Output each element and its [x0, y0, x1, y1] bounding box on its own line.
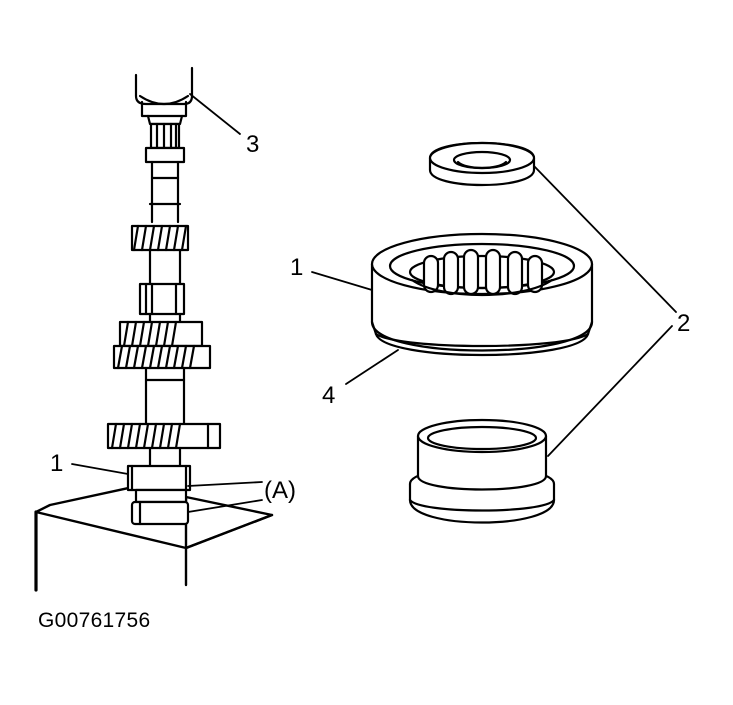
gear-cluster [114, 322, 210, 368]
bearing-cup [410, 420, 554, 523]
leaders-right [312, 166, 676, 456]
gear-lower [108, 424, 220, 448]
leader-shaft-bearing [72, 464, 128, 474]
shaft-spline-top [151, 124, 179, 148]
callout-race-and-cup: 2 [677, 310, 691, 337]
callout-main-bearing: 1 [290, 254, 304, 281]
press-ram [136, 68, 192, 124]
figure-id: G00761756 [38, 609, 151, 632]
shaft-middle [150, 250, 180, 284]
leader-base-ref [188, 482, 262, 486]
shaft-bearing [128, 448, 190, 524]
leaders-left [72, 94, 262, 512]
leader-cup [548, 326, 672, 456]
synchro-hub [140, 284, 184, 322]
bearing-race [430, 143, 534, 185]
main-bearing [372, 234, 592, 355]
shaft-assembly [36, 68, 272, 590]
shaft-upper [146, 148, 184, 222]
leader-main-bearing [312, 272, 372, 290]
callout-base-ref: (A) [264, 477, 296, 504]
exploded-parts [312, 143, 676, 523]
callout-bearing-ring: 4 [322, 382, 336, 409]
callout-press-ram: 3 [246, 131, 260, 158]
callout-shaft-bearing: 1 [50, 450, 64, 477]
leader-press-ram [190, 94, 240, 134]
gear-upper [132, 226, 188, 250]
shaft-lower [146, 368, 184, 424]
leader-bearing-ring [346, 350, 398, 384]
leader-race [534, 166, 676, 312]
